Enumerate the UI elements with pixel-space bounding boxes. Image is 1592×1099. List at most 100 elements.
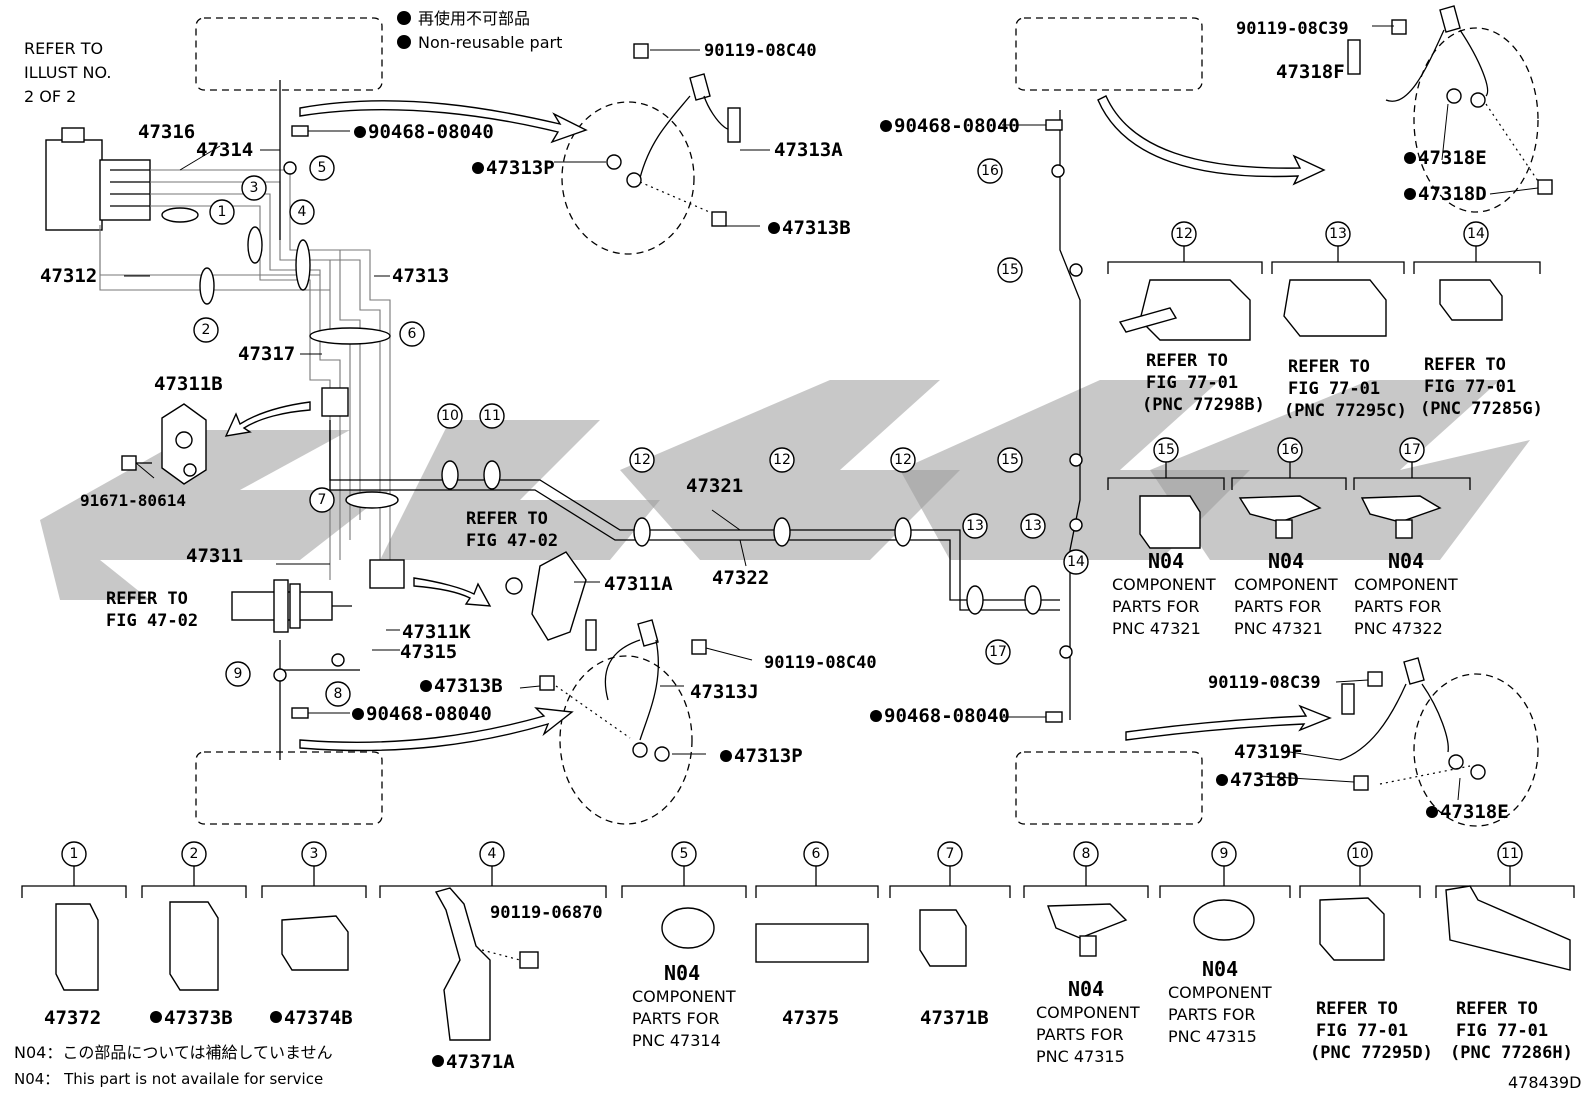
flex-hose-rear-bottom xyxy=(1339,657,1539,827)
label-47322: 47322 xyxy=(712,567,769,589)
svg-text:13: 13 xyxy=(1329,226,1347,242)
svg-text:15: 15 xyxy=(1001,452,1019,468)
svg-text:PARTS FOR: PARTS FOR xyxy=(1234,597,1321,616)
bottom-detail-row: 1 2 3 4 5 6 7 8 9 10 11 47372 47373B 473… xyxy=(21,841,1575,1073)
bullet-icon xyxy=(420,680,432,692)
upper-detail-clamps: 12 13 14 15 16 17 REFER TO FIG 77-01 (PN… xyxy=(1107,221,1543,638)
junction-block-lower xyxy=(369,559,405,589)
svg-text:REFER TO: REFER TO xyxy=(1316,999,1398,1019)
label-47371a: 47371A xyxy=(446,1051,515,1073)
label-90468-c: 90468-08040 xyxy=(894,115,1020,137)
label-47313j: 47313J xyxy=(690,681,759,703)
svg-text:COMPONENT: COMPONENT xyxy=(632,987,736,1006)
svg-text:4: 4 xyxy=(298,204,307,220)
svg-text:(PNC 77298B): (PNC 77298B) xyxy=(1142,395,1265,415)
svg-text:5: 5 xyxy=(680,846,689,862)
flex-hose-rear-top xyxy=(1347,5,1553,213)
label-47321: 47321 xyxy=(686,475,743,497)
bullet-icon xyxy=(1216,774,1228,786)
svg-text:(PNC 77295D): (PNC 77295D) xyxy=(1310,1043,1433,1063)
svg-text:N04: N04 xyxy=(1202,957,1238,981)
svg-text:N04: N04 xyxy=(1148,549,1184,573)
ref-box-top-left xyxy=(195,17,383,91)
label-90468-a: 90468-08040 xyxy=(368,121,494,143)
svg-text:7: 7 xyxy=(946,846,955,862)
clamp-3-icon xyxy=(281,915,349,971)
ref-box-top-right xyxy=(1015,17,1203,91)
detail-16-text: N04 COMPONENT PARTS FOR PNC 47321 xyxy=(1234,549,1338,638)
bullet-icon xyxy=(270,1011,282,1023)
label-47319f: 47319F xyxy=(1234,741,1303,763)
svg-text:REFER TO: REFER TO xyxy=(1456,999,1538,1019)
label-47318d-a: 47318D xyxy=(1418,183,1487,205)
leader-lines xyxy=(124,25,1539,801)
svg-text:FIG 77-01: FIG 77-01 xyxy=(1424,377,1516,397)
svg-text:12: 12 xyxy=(1175,226,1193,242)
flex-hose-front-bottom xyxy=(539,619,707,825)
clamp-1-icon xyxy=(55,903,99,991)
svg-text:(PNC 77285G): (PNC 77285G) xyxy=(1420,399,1543,419)
svg-text:2 OF 2: 2 OF 2 xyxy=(24,87,76,106)
legend: 再使用不可部品 Non-reusable part xyxy=(397,9,562,52)
clamp-11-icon xyxy=(1445,885,1571,971)
svg-text:COMPONENT: COMPONENT xyxy=(1354,575,1458,594)
figure-id: 478439D xyxy=(1508,1073,1581,1092)
svg-text:7: 7 xyxy=(318,492,327,508)
label-90119-06870: 90119-06870 xyxy=(490,903,603,923)
clamp-14-icon xyxy=(1439,279,1503,321)
svg-text:2: 2 xyxy=(202,322,211,338)
bullet-icon xyxy=(768,222,780,234)
clip-icon xyxy=(1045,711,1063,723)
label-47311b: 47311B xyxy=(154,373,223,395)
bullet-icon xyxy=(870,710,882,722)
svg-text:12: 12 xyxy=(773,452,791,468)
svg-text:17: 17 xyxy=(1403,442,1421,458)
svg-text:1: 1 xyxy=(70,846,79,862)
svg-text:PNC 47315: PNC 47315 xyxy=(1168,1027,1257,1046)
bullet-icon xyxy=(352,708,364,720)
bullet-icon xyxy=(1426,806,1438,818)
footnote: N04：この部品については補給していません N04： This part is … xyxy=(14,1043,333,1088)
svg-text:REFER TO: REFER TO xyxy=(24,39,103,58)
ref-box-bottom-left xyxy=(195,751,383,825)
clamp-7-icon xyxy=(919,909,967,967)
clamps xyxy=(161,161,1083,682)
svg-text:PNC 47314: PNC 47314 xyxy=(632,1031,721,1050)
svg-text:COMPONENT: COMPONENT xyxy=(1036,1003,1140,1022)
label-47313: 47313 xyxy=(392,265,449,287)
label-47318d-b: 47318D xyxy=(1230,769,1299,791)
svg-text:REFER TO: REFER TO xyxy=(1288,357,1370,377)
svg-text:8: 8 xyxy=(1082,846,1091,862)
svg-text:PNC 47321: PNC 47321 xyxy=(1234,619,1323,638)
refer-fig-47-02-b-line1: REFER TO xyxy=(106,589,188,609)
label-47318f: 47318F xyxy=(1276,61,1345,83)
bullet-icon xyxy=(472,162,484,174)
grommet-5-icon xyxy=(661,907,715,949)
bracket-47311a xyxy=(505,551,587,641)
detail-15-text: N04 COMPONENT PARTS FOR PNC 47321 xyxy=(1112,549,1216,638)
detail-12-text: REFER TO FIG 77-01 (PNC 77298B) xyxy=(1142,351,1265,415)
svg-text:FIG 77-01: FIG 77-01 xyxy=(1316,1021,1408,1041)
refer-fig-47-02-a-line2: FIG 47-02 xyxy=(466,531,558,551)
svg-text:3: 3 xyxy=(250,180,259,196)
label-47374b: 47374B xyxy=(284,1007,353,1029)
label-47373b: 47373B xyxy=(164,1007,233,1029)
svg-text:2: 2 xyxy=(190,846,199,862)
label-47311k: 47311K xyxy=(402,621,471,643)
svg-text:REFER TO: REFER TO xyxy=(1424,355,1506,375)
bullet-icon xyxy=(880,120,892,132)
clamp-13-icon xyxy=(1283,279,1387,337)
svg-text:14: 14 xyxy=(1067,554,1085,570)
label-90119-08c39-a: 90119-08C39 xyxy=(1236,19,1349,39)
refer-fig-47-02-a-line1: REFER TO xyxy=(466,509,548,529)
bullet-icon xyxy=(432,1055,444,1067)
svg-text:PNC 47321: PNC 47321 xyxy=(1112,619,1201,638)
direction-arrows xyxy=(224,95,1332,752)
label-90119-08c40-a: 90119-08C40 xyxy=(704,41,817,61)
grommet-9-icon xyxy=(1193,899,1255,941)
bracket-47311b xyxy=(121,403,207,485)
flex-hose-front-top xyxy=(561,43,741,255)
svg-text:ILLUST NO.: ILLUST NO. xyxy=(24,63,111,82)
bullet-icon xyxy=(397,11,411,25)
